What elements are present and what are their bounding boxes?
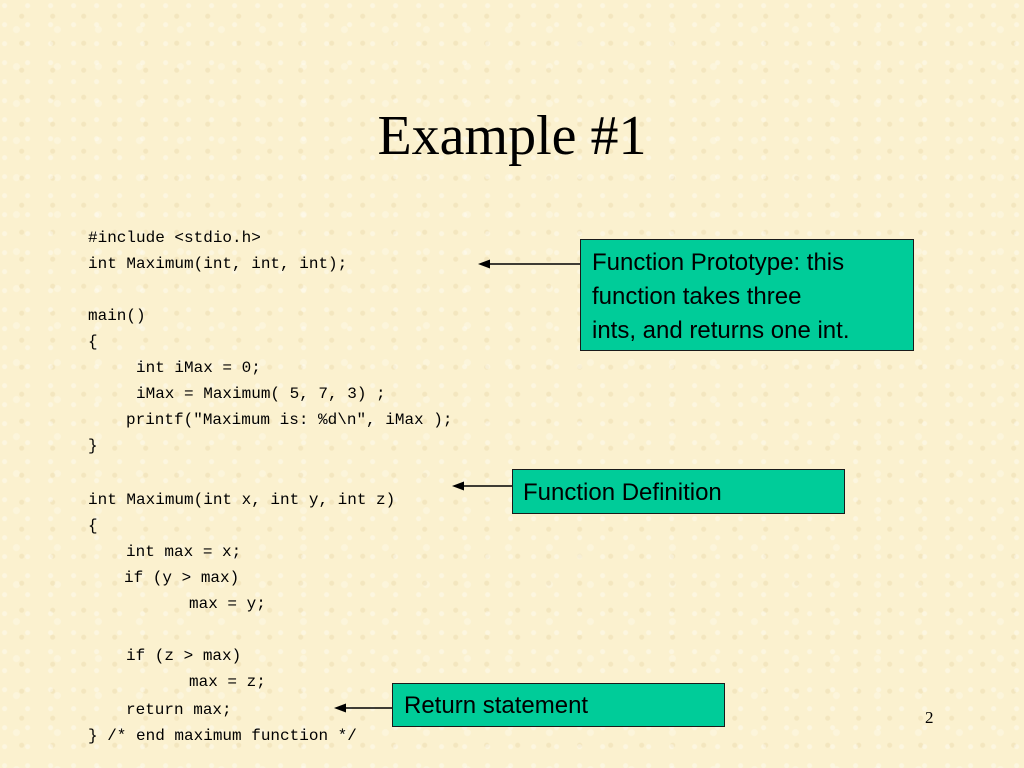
code-line-main-close-brace: } <box>88 437 98 455</box>
page-number: 2 <box>925 708 934 727</box>
arrow-to-prototype <box>478 259 580 269</box>
arrow-to-definition <box>452 481 512 491</box>
callout-function-prototype: Function Prototype: this function takes … <box>580 239 914 351</box>
code-line-definition: int Maximum(int x, int y, int z) <box>88 491 396 509</box>
code-line-main: main() <box>88 307 146 325</box>
code-line-main-open-brace: { <box>88 333 98 351</box>
code-line-end-comment: } /* end maximum function */ <box>88 727 357 745</box>
code-line-max-y: max = y; <box>189 595 266 613</box>
code-line-max-decl: int max = x; <box>126 543 242 561</box>
callout-function-definition: Function Definition <box>512 469 845 514</box>
code-line-if-z: if (z > max) <box>126 647 242 665</box>
callout-prototype-line-3: ints, and returns one int. <box>592 317 850 344</box>
code-line-def-open-brace: { <box>88 517 98 535</box>
arrow-to-return <box>334 703 392 713</box>
code-line-return: return max; <box>126 701 232 719</box>
code-line-printf: printf("Maximum is: %d\n", iMax ); <box>126 411 453 429</box>
code-line-imax-call: iMax = Maximum( 5, 7, 3) ; <box>136 385 386 403</box>
code-line-include: #include <stdio.h> <box>88 229 261 247</box>
callout-definition-text: Function Definition <box>523 479 722 506</box>
callout-prototype-line-2: function takes three <box>592 283 802 310</box>
callout-return-statement: Return statement <box>392 683 725 727</box>
slide-title: Example #1 <box>377 105 647 167</box>
code-line-max-z: max = z; <box>189 673 266 691</box>
code-line-if-y: if (y > max) <box>124 569 240 587</box>
code-line-prototype: int Maximum(int, int, int); <box>88 255 348 273</box>
code-line-imax-decl: int iMax = 0; <box>136 359 261 377</box>
callout-prototype-line-1: Function Prototype: this <box>592 249 845 276</box>
callout-return-text: Return statement <box>404 692 589 719</box>
